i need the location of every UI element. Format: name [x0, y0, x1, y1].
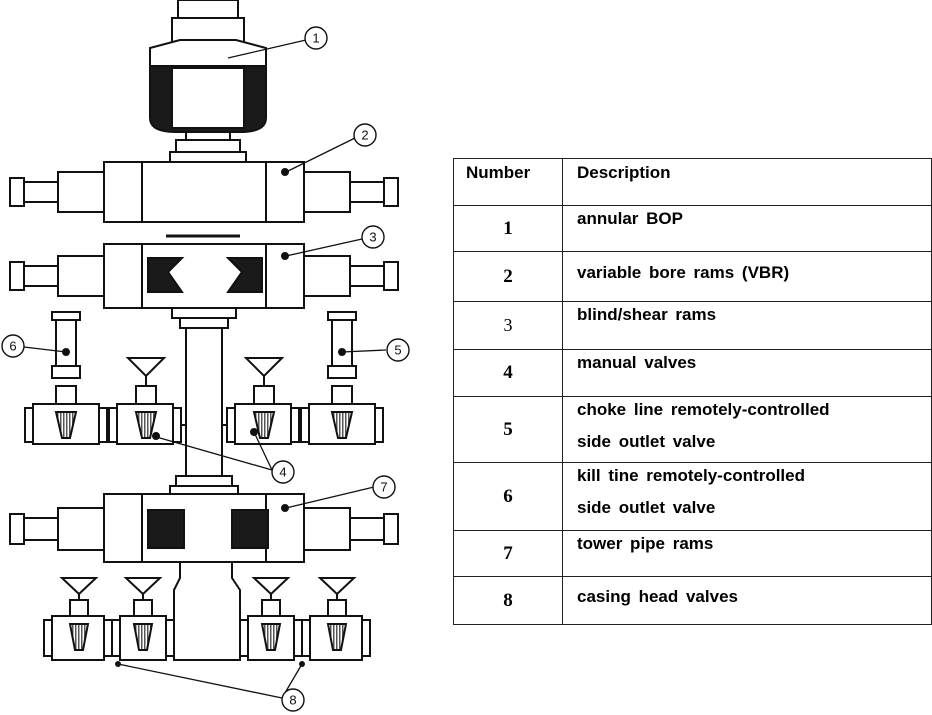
row-number: 1: [453, 205, 563, 252]
row-description: manual valves: [562, 349, 932, 397]
callout-2: 2: [353, 123, 377, 147]
header-description: Description: [562, 158, 932, 206]
table-row: 2 variable bore rams (VBR): [453, 251, 932, 302]
casing-head-valves: [43, 577, 371, 661]
row-number: 4: [453, 349, 563, 397]
header-number: Number: [453, 158, 563, 206]
svg-text:3: 3: [369, 230, 376, 245]
row-description: casing head valves: [562, 576, 932, 625]
row-description: choke line remotely-controlled side outl…: [562, 396, 932, 463]
svg-text:6: 6: [9, 339, 16, 354]
svg-text:5: 5: [394, 343, 401, 358]
leader-dots: [115, 661, 305, 667]
table-row: 5 choke line remotely-controlled side ou…: [453, 396, 932, 463]
row-description: variable bore rams (VBR): [562, 251, 932, 302]
legend-table: Number Description 1 annular BOP 2 varia…: [453, 158, 932, 625]
callout-6: 6: [1, 334, 25, 358]
svg-text:4: 4: [279, 465, 286, 480]
callout-leaders: [23, 39, 387, 699]
callout-1: 1: [304, 26, 328, 50]
svg-text:8: 8: [289, 693, 296, 708]
row-description: tower pipe rams: [562, 530, 932, 577]
row-description: blind/shear rams: [562, 301, 932, 350]
table-row: 4 manual valves: [453, 349, 932, 397]
callout-8: 8: [281, 688, 305, 712]
annular-bop: [149, 0, 267, 163]
svg-text:7: 7: [380, 480, 387, 495]
central-spool: [169, 307, 239, 495]
table-row: 3 blind/shear rams: [453, 301, 932, 350]
row-number: 7: [453, 530, 563, 577]
table-header-row: Number Description: [453, 158, 932, 206]
blind-shear-ram: [9, 243, 399, 309]
bop-stack-diagram: 1 2 3 4 5 6 7 8: [1, 0, 410, 712]
row-number: 6: [453, 462, 563, 531]
row-description: kill tine remotely-controlled side outle…: [562, 462, 932, 531]
table-row: 8 casing head valves: [453, 576, 932, 625]
svg-text:2: 2: [361, 128, 368, 143]
table-row: 6 kill tine remotely-controlled side out…: [453, 462, 932, 531]
table-row: 7 tower pipe rams: [453, 530, 932, 577]
row-number: 5: [453, 396, 563, 463]
row-number: 8: [453, 576, 563, 625]
callout-4: 4: [271, 460, 295, 484]
callout-7: 7: [372, 475, 396, 499]
row-number: 3: [453, 301, 563, 350]
side-valves-upper: [24, 311, 384, 445]
callout-5: 5: [386, 338, 410, 362]
row-number: 2: [453, 251, 563, 302]
svg-text:1: 1: [312, 31, 319, 46]
row-description: annular BOP: [562, 205, 932, 252]
callout-3: 3: [361, 225, 385, 249]
lower-pipe-ram: [9, 493, 399, 661]
variable-bore-ram: [9, 161, 399, 238]
table-row: 1 annular BOP: [453, 205, 932, 252]
